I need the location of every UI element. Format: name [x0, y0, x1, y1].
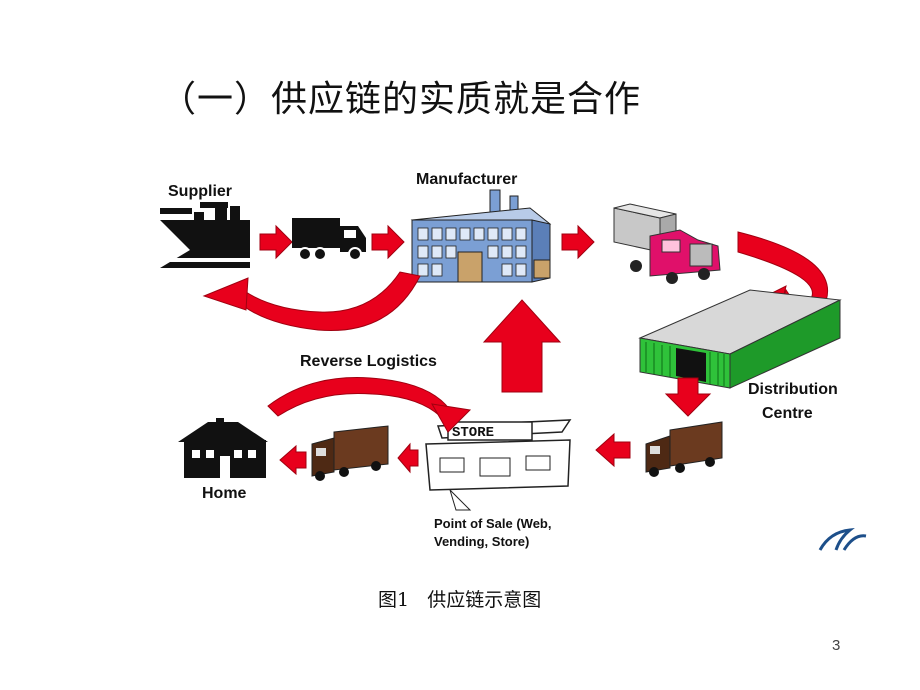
- distribution-label-2: Centre: [762, 405, 813, 422]
- brown-truck-left-icon: [311, 425, 389, 481]
- supplier-factory-icon: [160, 202, 254, 268]
- home-label: Home: [202, 485, 247, 502]
- slide-title: （一）供应链的实质就是合作: [160, 79, 642, 120]
- arrow-down-1: [664, 377, 712, 417]
- brown-truck-right-icon: [645, 421, 723, 477]
- arrow-left-1: [595, 432, 631, 468]
- arrow-left-3: [279, 444, 307, 476]
- reverse-curved-arrow: [267, 377, 451, 417]
- curved-arrow-to-supplier: [235, 271, 421, 332]
- arrow-up-1: [482, 299, 562, 393]
- reverse-logistics-label: Reverse Logistics: [300, 353, 437, 370]
- pink-semi-truck-icon: [613, 203, 721, 284]
- arrow-right-3: [561, 224, 595, 260]
- arrow-right-2: [371, 224, 405, 260]
- arrow-left-2: [397, 442, 419, 474]
- manufacturer-label: Manufacturer: [416, 171, 517, 188]
- warehouse-icon: [638, 289, 842, 389]
- manufacturer-building-icon: [410, 189, 552, 283]
- arrow-right-1: [259, 224, 293, 260]
- distribution-label-1: Distribution: [748, 381, 838, 398]
- page-number: 3: [832, 637, 841, 654]
- supplier-label: Supplier: [168, 183, 232, 200]
- store-icon: STORE: [425, 419, 572, 511]
- pos-label-1: Point of Sale (Web,: [434, 516, 552, 531]
- figure-caption: 图1 供应链示意图: [378, 589, 542, 611]
- curved-arrow-supplier-head: [202, 277, 249, 311]
- store-sign-text: STORE: [452, 425, 494, 441]
- logo-fragment-icon: [818, 528, 867, 551]
- supply-chain-diagram: Supplier Manufacturer: [160, 171, 867, 551]
- home-icon: [178, 418, 268, 478]
- black-truck-icon: [292, 218, 366, 261]
- pos-label-2: Vending, Store): [434, 534, 529, 549]
- reverse-arrow-head: [431, 403, 472, 433]
